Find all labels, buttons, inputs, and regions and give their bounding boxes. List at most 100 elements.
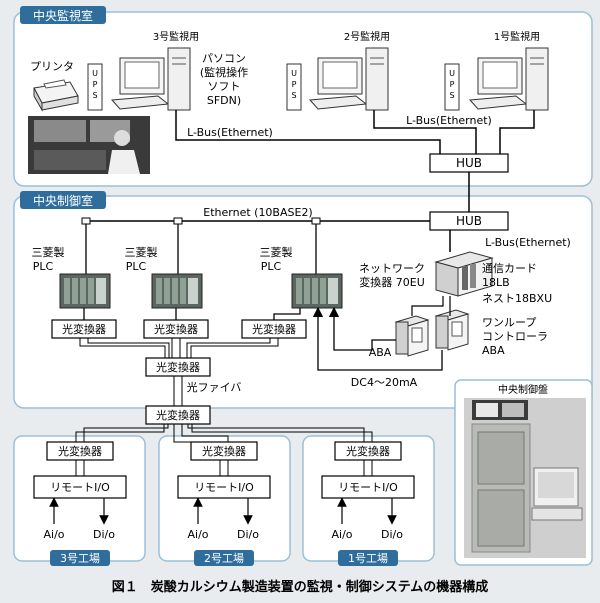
plc3-to-conv — [273, 308, 301, 320]
monitor-room-label: 中央監視室 — [33, 8, 93, 23]
svg-text:S: S — [291, 91, 296, 100]
aba-controller-1-icon — [394, 315, 430, 357]
remote-io-f3-label: リモートI/O — [50, 481, 110, 494]
control-panel-photo — [464, 398, 586, 558]
converter-plc3 — [241, 319, 307, 339]
plc3-name: PLC — [261, 260, 282, 273]
converter-plc3-label: 光変換器 — [252, 322, 296, 336]
converter-field — [145, 405, 211, 425]
figure-caption: 図１ 炭酸カルシウム製造装置の監視・制御システムの機器構成 — [112, 579, 489, 595]
ups-1: U P S — [444, 63, 460, 111]
hub-upper-label: HUB — [456, 156, 482, 170]
converter-f1 — [334, 441, 402, 461]
control-room-label-bg — [20, 191, 106, 209]
converter-field-label: 光変換器 — [156, 408, 200, 422]
converter-f2-label: 光変換器 — [202, 444, 246, 458]
bus-tap-2 — [173, 217, 183, 225]
pc1-computer-icon — [468, 47, 549, 111]
ai-label-f3: Ai/o — [43, 528, 64, 541]
pc-desc-line3: ソフト — [208, 80, 241, 93]
converter-f3-label: 光変換器 — [58, 444, 102, 458]
svg-text:U: U — [449, 69, 455, 78]
pc-desc-line4: SFDN) — [207, 94, 241, 107]
converter-f3 — [46, 441, 114, 461]
lbus-upper-left-label: L-Bus(Ethernet) — [187, 126, 273, 139]
converter-plc1-label: 光変換器 — [62, 322, 106, 336]
remote-io-f3 — [33, 475, 127, 499]
hub-lower — [429, 211, 509, 231]
converter-plc1 — [51, 319, 117, 339]
pc-desc-line2: (監視操作 — [200, 65, 248, 79]
converter-plc2 — [143, 319, 209, 339]
aba-label: ABA — [369, 346, 392, 359]
converter-f2 — [190, 441, 258, 461]
di-label-f2: Di/o — [237, 528, 259, 541]
ethernet-label: Ethernet (10BASE2) — [203, 206, 312, 219]
pc1-label: 1号監視用 — [494, 30, 540, 43]
factory2-label: 2号工場 — [204, 552, 244, 565]
control-room-label: 中央制御室 — [33, 193, 93, 208]
plc1-name: PLC — [33, 260, 54, 273]
plc2-maker: 三菱製 — [125, 245, 158, 259]
factory3-label-bg — [50, 550, 110, 566]
bus-tap-1 — [81, 217, 91, 225]
pc3-label: 3号監視用 — [153, 30, 199, 43]
factory1-label-bg — [338, 550, 398, 566]
oneloop-line3: ABA — [482, 344, 505, 357]
factory2-label-bg — [194, 550, 254, 566]
lbus-line-left — [175, 110, 441, 154]
bus-tap-3 — [311, 217, 321, 225]
oneloop-line2: コントローラ — [482, 330, 548, 343]
svg-text:S: S — [449, 91, 454, 100]
svg-text:U: U — [92, 69, 98, 78]
oneloop-line1: ワンループ — [482, 316, 536, 329]
ai-label-f1: Ai/o — [331, 528, 352, 541]
panel-label: 中央制御盤 — [498, 383, 548, 396]
svg-text:P: P — [93, 80, 98, 89]
monitor-room-label-bg — [20, 6, 106, 24]
remote-io-f2 — [177, 475, 271, 499]
dc-signal-line — [312, 306, 443, 371]
pc2-label: 2号監視用 — [344, 30, 390, 43]
svg-text:S: S — [92, 91, 97, 100]
svg-text:U: U — [291, 69, 297, 78]
converter-plc2-label: 光変換器 — [154, 322, 198, 336]
aba-to-plc3-line — [328, 306, 396, 351]
dc-label: DC4〜20mA — [351, 376, 418, 389]
ups-2: U P S — [286, 63, 302, 111]
printer-label: プリンタ — [30, 60, 74, 73]
comcard-line1: 通信カード — [482, 262, 537, 275]
comcard-line2: 18LB — [482, 276, 510, 289]
plc1-rack-icon — [59, 273, 111, 309]
lbus-lower-label: L-Bus(Ethernet) — [485, 236, 571, 249]
ups-3: U P S — [87, 63, 103, 111]
lbus-line-mid — [373, 110, 477, 154]
factory3-label: 3号工場 — [60, 552, 100, 565]
network-converter-icon — [434, 251, 494, 297]
factory1-label: 1号工場 — [348, 552, 388, 565]
netconv-line2: 変換器 70EU — [359, 275, 425, 289]
aba-controller-2-icon — [434, 309, 470, 351]
comcard-line3: ネスト18BXU — [482, 292, 552, 305]
converter-f1-label: 光変換器 — [346, 444, 390, 458]
plc3-rack-icon — [291, 273, 343, 309]
pc2-computer-icon — [308, 47, 389, 111]
pc3-computer-icon — [110, 47, 191, 111]
remote-io-f2-label: リモートI/O — [194, 481, 254, 494]
svg-text:P: P — [292, 80, 297, 89]
lbus-upper-right-label: L-Bus(Ethernet) — [406, 114, 492, 127]
remote-io-f1 — [321, 475, 415, 499]
pc-desc-line1: パソコン — [202, 52, 246, 65]
netconv-line1: ネットワーク — [359, 262, 425, 275]
netconv-to-aba1 — [411, 296, 444, 316]
di-label-f1: Di/o — [381, 528, 403, 541]
plc1-maker: 三菱製 — [32, 245, 65, 259]
ai-label-f2: Ai/o — [187, 528, 208, 541]
converter-central — [145, 357, 211, 377]
plc2-rack-icon — [151, 273, 203, 309]
printer-icon — [33, 79, 79, 112]
fiber-links-lower — [75, 424, 373, 443]
svg-text:P: P — [450, 80, 455, 89]
hub-lower-label: HUB — [456, 214, 482, 228]
